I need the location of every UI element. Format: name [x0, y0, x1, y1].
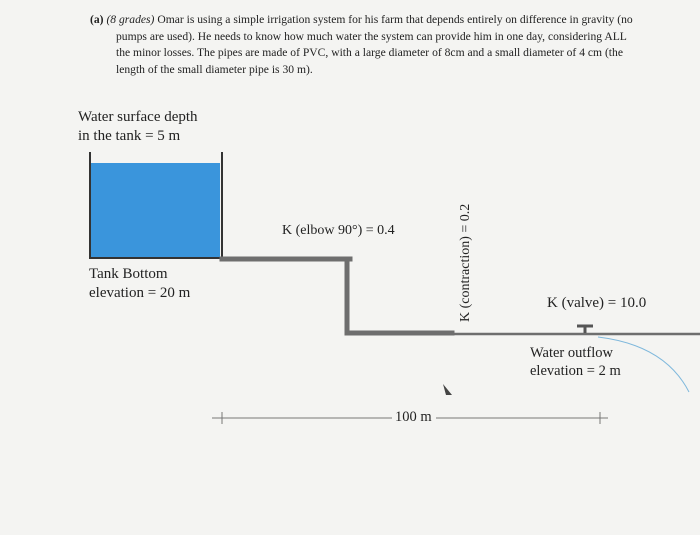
- water-depth-line1: Water surface depth: [78, 109, 198, 125]
- tank-bottom-label: Tank Bottom elevation = 20 m: [89, 265, 190, 303]
- outflow-label: Water outflow elevation = 2 m: [530, 344, 621, 380]
- outflow-line1: Water outflow: [530, 345, 613, 361]
- outflow-line2: elevation = 2 m: [530, 363, 621, 379]
- length-dimension: [212, 412, 608, 424]
- problem-label: (a): [90, 13, 104, 26]
- valve-icon: [577, 324, 593, 333]
- tank-water: [90, 163, 220, 257]
- length-label: 100 m: [395, 409, 432, 425]
- problem-grades: (8 grades): [106, 13, 155, 26]
- cursor-icon: [443, 384, 452, 395]
- tank-bottom-line1: Tank Bottom: [89, 266, 168, 282]
- outflow-stream: [597, 336, 690, 393]
- tank-bottom-line2: elevation = 20 m: [89, 285, 191, 301]
- contraction-label: K (contraction) = 0.2: [458, 203, 473, 322]
- water-depth-line2: in the tank = 5 m: [78, 128, 181, 144]
- problem-statement: (a) (8 grades) Omar is using a simple ir…: [90, 12, 635, 78]
- problem-text: Omar is using a simple irrigation system…: [116, 13, 633, 76]
- elbow-label: K (elbow 90°) = 0.4: [282, 223, 395, 238]
- valve-label: K (valve) = 10.0: [547, 295, 647, 311]
- water-depth-label: Water surface depth in the tank = 5 m: [78, 108, 198, 146]
